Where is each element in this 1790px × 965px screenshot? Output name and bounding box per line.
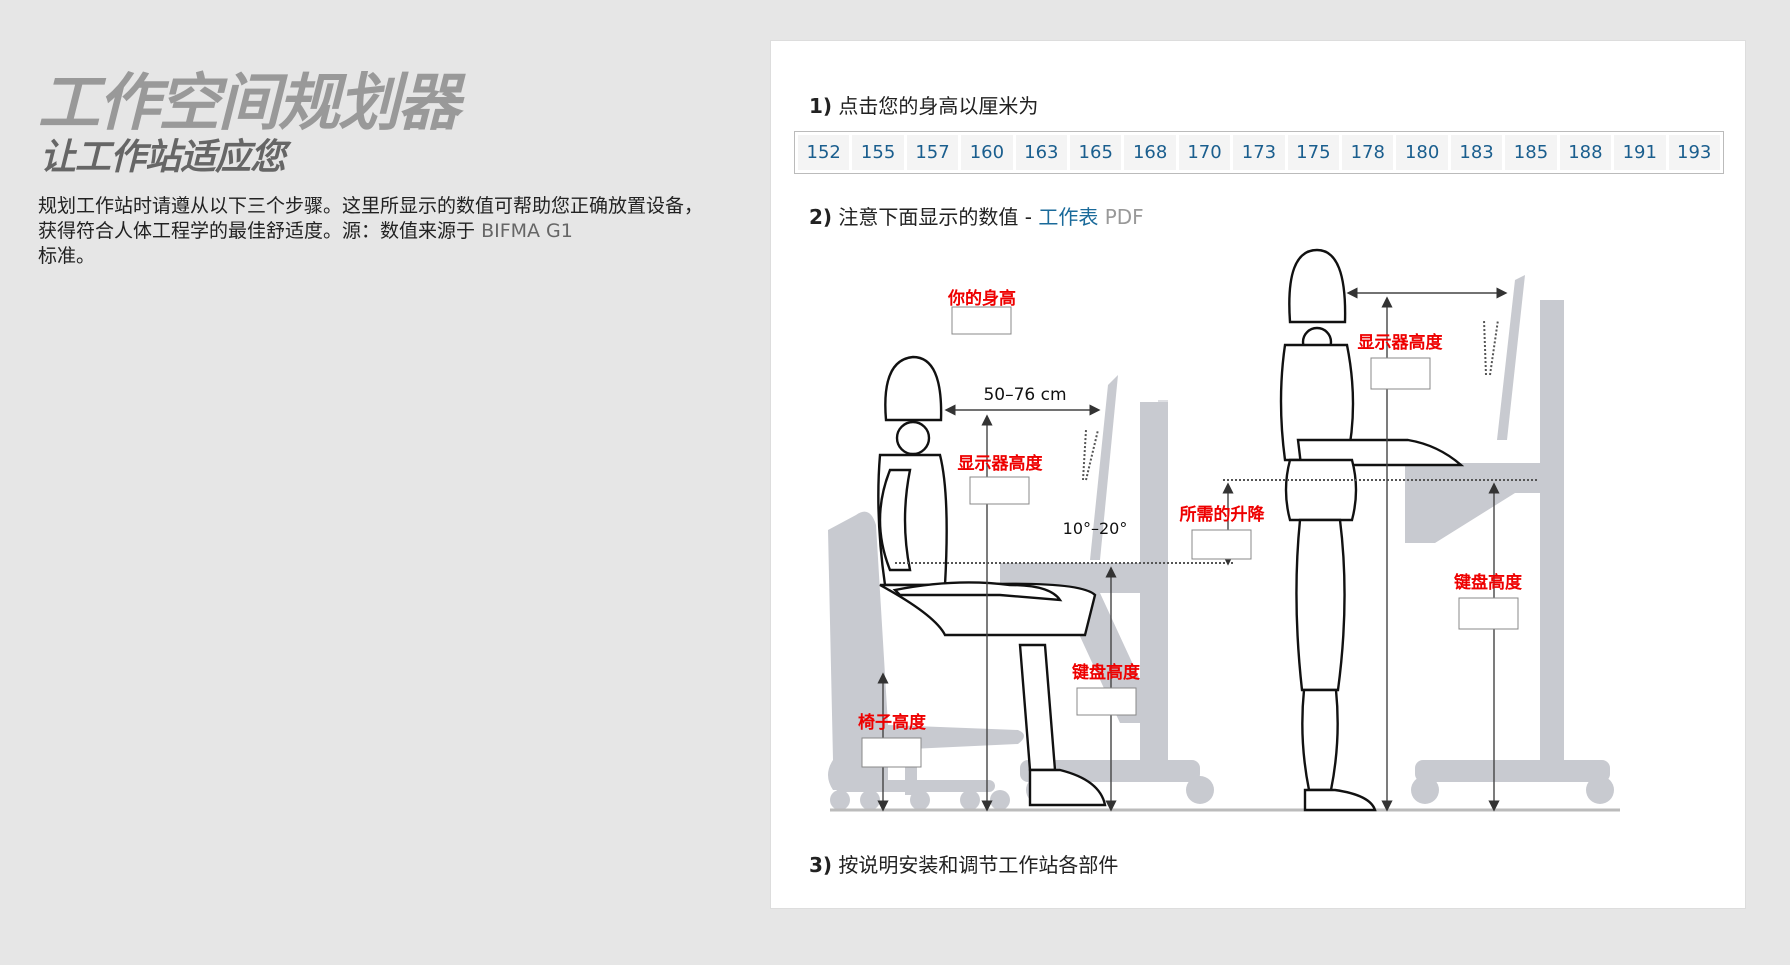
distance-label: 50–76 cm [983,385,1066,405]
step-1-text: 点击您的身高以厘米为 [838,94,1039,118]
step-2-number: 2) [809,205,833,229]
intro-source: BIFMA G1 [481,220,573,242]
seated-monitor-height-box [969,476,1030,505]
step-3-text: 按说明安装和调节工作站各部件 [838,853,1119,877]
intro-end: 标准。 [38,245,96,267]
height-button-160[interactable]: 160 [961,135,1013,170]
seated-monitor-height-label: 显示器高度 [958,453,1044,474]
height-button-193[interactable]: 193 [1668,135,1720,170]
height-button-175[interactable]: 175 [1287,135,1340,170]
height-button-157[interactable]: 157 [906,135,959,170]
standing-keyboard-height-label: 键盘高度 [1454,572,1523,593]
height-button-183[interactable]: 183 [1450,135,1503,170]
page-subtitle: 让工作站适应您 [40,137,286,178]
height-button-155[interactable]: 155 [852,135,904,170]
intro-body: 规划工作站时请遵从以下三个步骤。这里所显示的数值可帮助您正确放置设备，获得符合人… [38,195,704,242]
step-2: 2) 注意下面显示的数值 - 工作表 PDF [809,201,1144,230]
height-button-178[interactable]: 178 [1342,135,1394,170]
height-button-170[interactable]: 170 [1178,135,1231,170]
height-button-188[interactable]: 188 [1559,135,1612,170]
height-button-191[interactable]: 191 [1614,135,1666,170]
height-button-165[interactable]: 165 [1070,135,1122,170]
standing-mannequin [1279,248,1465,812]
step-2-text: 注意下面显示的数值 - [838,205,1039,229]
height-button-173[interactable]: 173 [1233,135,1285,170]
height-button-185[interactable]: 185 [1505,135,1557,170]
angle-label: 10°–20° [1063,519,1128,538]
page-title: 工作空间规划器 [38,66,460,139]
standing-desk-silhouette [1158,275,1614,804]
height-button-180[interactable]: 180 [1396,135,1448,170]
height-button-152[interactable]: 152 [798,135,850,170]
pdf-label: PDF [1104,205,1144,229]
your-height-label: 你的身高 [947,288,1016,309]
standing-monitor-height-box [1370,357,1431,390]
viewing-angle-lines [1082,429,1099,481]
step-3: 3) 按说明安装和调节工作站各部件 [809,849,1118,878]
height-button-168[interactable]: 168 [1124,135,1176,170]
chair-height-label: 椅子高度 [858,712,927,733]
worksheet-link[interactable]: 工作表 [1038,205,1099,229]
step-1: 1) 点击您的身高以厘米为 [809,90,1038,119]
standing-viewing-angle-lines [1483,319,1499,376]
your-height-value-box [951,306,1012,335]
chair-height-box [861,737,922,768]
seated-mannequin [877,355,1107,807]
step-1-number: 1) [809,94,833,118]
height-button-163[interactable]: 163 [1015,135,1068,170]
required-lift-label: 所需的升降 [1180,504,1266,525]
standing-keyboard-height-box [1458,597,1519,630]
required-lift-box [1191,529,1252,560]
step-3-number: 3) [809,853,833,877]
seated-keyboard-height-label: 键盘高度 [1072,662,1141,683]
seated-keyboard-height-box [1076,687,1137,716]
intro-text: 规划工作站时请遵从以下三个步骤。这里所显示的数值可帮助您正确放置设备，获得符合人… [38,194,718,269]
standing-monitor-height-label: 显示器高度 [1358,332,1444,353]
